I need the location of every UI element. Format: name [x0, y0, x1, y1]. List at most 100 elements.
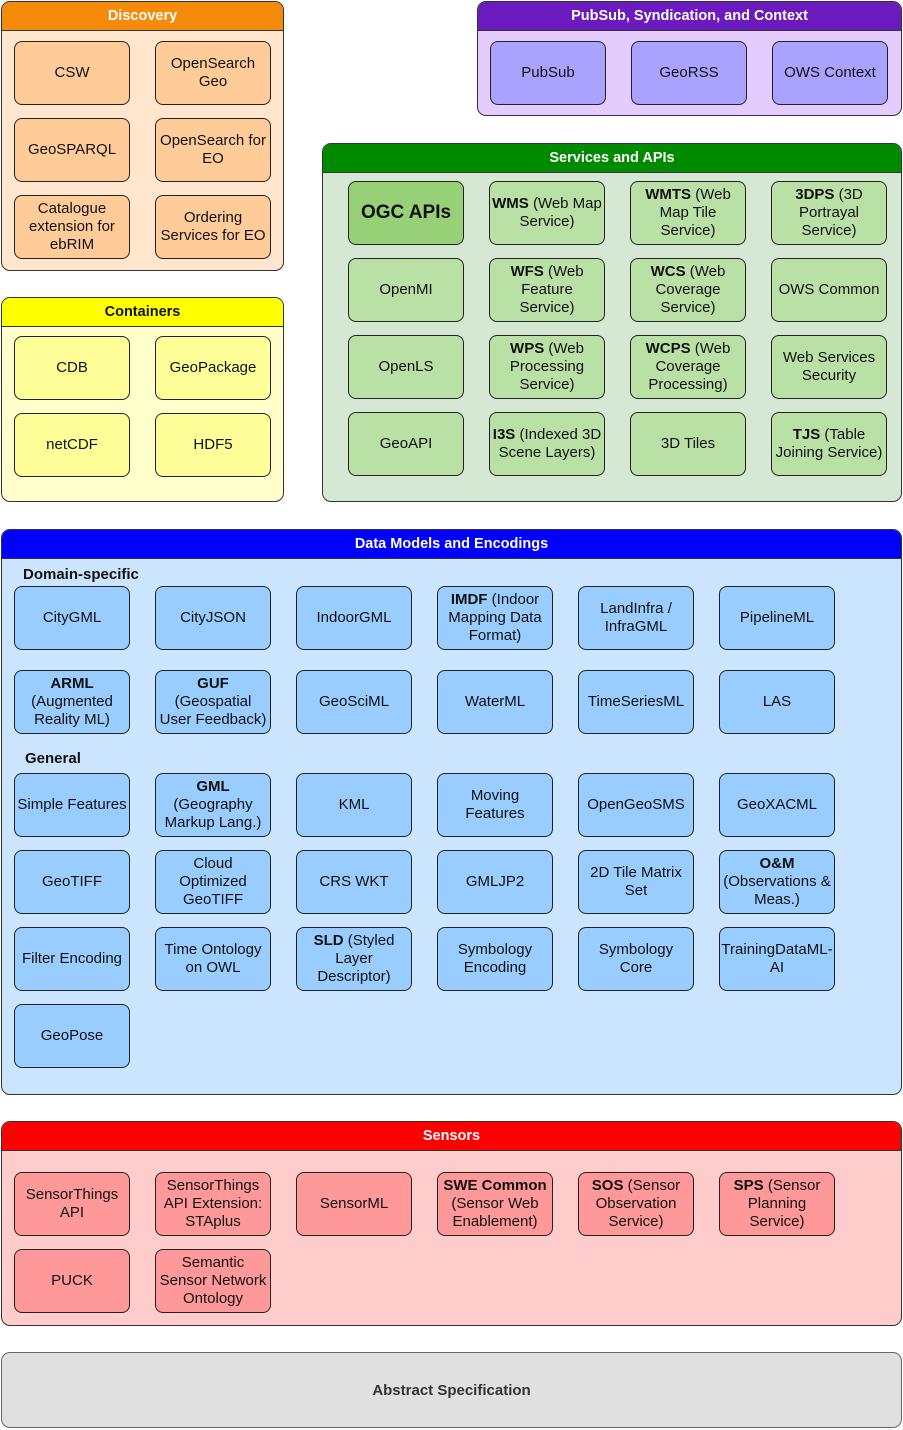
spec-box-text: Simple Features	[17, 796, 126, 814]
spec-box-text: CRS WKT	[319, 873, 388, 891]
spec-box-opensearch-geo: OpenSearch Geo	[155, 41, 271, 105]
spec-box-text: OGC APIs	[360, 202, 452, 223]
spec-box-text: Filter Encoding	[22, 950, 122, 968]
spec-box-text: Symbology Core	[581, 941, 691, 977]
spec-box-geopose: GeoPose	[14, 1004, 130, 1068]
containers-title: Containers	[2, 298, 283, 327]
spec-box-text: GeoXACML	[737, 796, 817, 814]
spec-description: CityGML	[42, 609, 102, 626]
spec-box-text: WaterML	[465, 693, 525, 711]
spec-description: GeoRSS	[659, 64, 719, 81]
spec-description: (Web Processing Service)	[509, 340, 585, 393]
spec-box-text: OpenLS	[378, 358, 433, 376]
spec-box-gmljp2: GMLJP2	[437, 850, 553, 914]
spec-acronym: SLD	[313, 932, 344, 949]
sensors-title: Sensors	[2, 1122, 901, 1151]
spec-description: LAS	[762, 693, 792, 710]
spec-description: (Table Joining Service)	[775, 426, 883, 461]
spec-description: LandInfra / InfraGML	[600, 600, 672, 635]
spec-description: (Web Map Tile Service)	[659, 186, 731, 239]
datamodels-group: Data Models and Encodings Domain-specifi…	[1, 529, 902, 1095]
spec-box-text: TJS (Table Joining Service)	[774, 426, 884, 462]
spec-box-geosparql: GeoSPARQL	[14, 118, 130, 182]
spec-description: CityJSON	[180, 609, 246, 626]
spec-box-text: WMTS (Web Map Tile Service)	[633, 186, 743, 240]
spec-box-kml: KML	[296, 773, 412, 837]
spec-box-waterml: WaterML	[437, 670, 553, 734]
spec-box-i3s-indexed-3d-scene-layers: I3S (Indexed 3D Scene Layers)	[489, 412, 605, 476]
spec-description: netCDF	[46, 436, 98, 453]
spec-description: TrainingDataML-AI	[721, 941, 833, 976]
spec-box-text: CityGML	[43, 609, 101, 627]
spec-box-text: GeoAPI	[380, 435, 433, 453]
spec-box-text: SLD (Styled Layer Descriptor)	[299, 932, 409, 986]
spec-box-geoxacml: GeoXACML	[719, 773, 835, 837]
spec-acronym: GML	[196, 778, 230, 795]
spec-box-text: GeoSPARQL	[28, 141, 116, 159]
spec-acronym: SWE Common	[443, 1177, 547, 1194]
spec-box-text: OWS Context	[784, 64, 876, 82]
general-items: Simple Features GML (Geography Markup Lan…	[2, 559, 901, 1094]
spec-box-guf-geospatial-user-feedback: GUF (Geospatial User Feedback)	[155, 670, 271, 734]
datamodels-title: Data Models and Encodings	[2, 530, 901, 559]
spec-box-text: OWS Common	[779, 281, 880, 299]
spec-description: (Sensor Web Enablement)	[451, 1195, 539, 1230]
spec-box-gml-geography-markup-lang: GML (Geography Markup Lang.)	[155, 773, 271, 837]
spec-box-text: O&M (Observations & Meas.)	[722, 855, 832, 909]
spec-box-text: CDB	[56, 359, 88, 377]
spec-box-3dps-3d-portrayal-service: 3DPS (3D Portrayal Service)	[771, 181, 887, 245]
sensors-group: Sensors SensorThings API SensorThings API…	[1, 1121, 902, 1326]
spec-box-text: Semantic Sensor Network Ontology	[158, 1254, 268, 1308]
spec-box-text: SensorThings API Extension: STAplus	[158, 1177, 268, 1231]
spec-description: (Observations & Meas.)	[723, 873, 831, 908]
spec-box-wmts-web-map-tile-service: WMTS (Web Map Tile Service)	[630, 181, 746, 245]
spec-box-sensorml: SensorML	[296, 1172, 412, 1236]
spec-description: SensorThings API	[25, 1186, 119, 1221]
spec-box-text: PubSub	[521, 64, 574, 82]
spec-box-cloud-optimized-geotiff: Cloud Optimized GeoTIFF	[155, 850, 271, 914]
spec-box-moving-features: Moving Features	[437, 773, 553, 837]
spec-description: (Indoor Mapping Data Format)	[448, 591, 542, 644]
spec-box-text: WCS (Web Coverage Service)	[633, 263, 743, 317]
spec-box-timeseriesml: TimeSeriesML	[578, 670, 694, 734]
spec-description: CSW	[54, 64, 90, 81]
spec-description: Catalogue extension for ebRIM	[29, 200, 115, 253]
spec-box-text: HDF5	[193, 436, 232, 454]
spec-description: Symbology Encoding	[457, 941, 533, 976]
spec-box-symbology-core: Symbology Core	[578, 927, 694, 991]
spec-acronym: IMDF	[450, 591, 488, 608]
spec-box-symbology-encoding: Symbology Encoding	[437, 927, 553, 991]
spec-box-ows-common: OWS Common	[771, 258, 887, 322]
spec-box-geotiff: GeoTIFF	[14, 850, 130, 914]
spec-box-opensearch-for-eo: OpenSearch for EO	[155, 118, 271, 182]
spec-acronym: TJS	[792, 426, 821, 443]
spec-acronym: I3S	[492, 426, 516, 443]
spec-description: IndoorGML	[316, 609, 392, 626]
spec-box-geoapi: GeoAPI	[348, 412, 464, 476]
general-heading: General	[25, 750, 81, 767]
spec-box-text: OpenMI	[379, 281, 432, 299]
spec-acronym: OGC APIs	[360, 202, 452, 223]
spec-description: OWS Context	[784, 64, 876, 81]
spec-box-text: KML	[339, 796, 370, 814]
spec-description: OWS Common	[778, 281, 880, 298]
spec-box-text: Moving Features	[440, 787, 550, 823]
spec-box-openls: OpenLS	[348, 335, 464, 399]
spec-box-text: Catalogue extension for ebRIM	[17, 200, 127, 254]
spec-description: CDB	[56, 359, 88, 376]
spec-description: OpenSearch for EO	[160, 132, 266, 167]
spec-box-text: SOS (Sensor Observation Service)	[581, 1177, 691, 1231]
spec-description: GeoSciML	[318, 693, 390, 710]
spec-box-text: OpenGeoSMS	[587, 796, 685, 814]
spec-description: OpenGeoSMS	[587, 796, 685, 813]
spec-box-text: GUF (Geospatial User Feedback)	[158, 675, 268, 729]
spec-box-semantic-sensor-network-ontology: Semantic Sensor Network Ontology	[155, 1249, 271, 1313]
spec-box-text: OpenSearch for EO	[158, 132, 268, 168]
spec-box-hdf5: HDF5	[155, 413, 271, 477]
spec-description: KML	[338, 796, 370, 813]
spec-description: Time Ontology on OWL	[164, 941, 262, 976]
spec-box-simple-features: Simple Features	[14, 773, 130, 837]
